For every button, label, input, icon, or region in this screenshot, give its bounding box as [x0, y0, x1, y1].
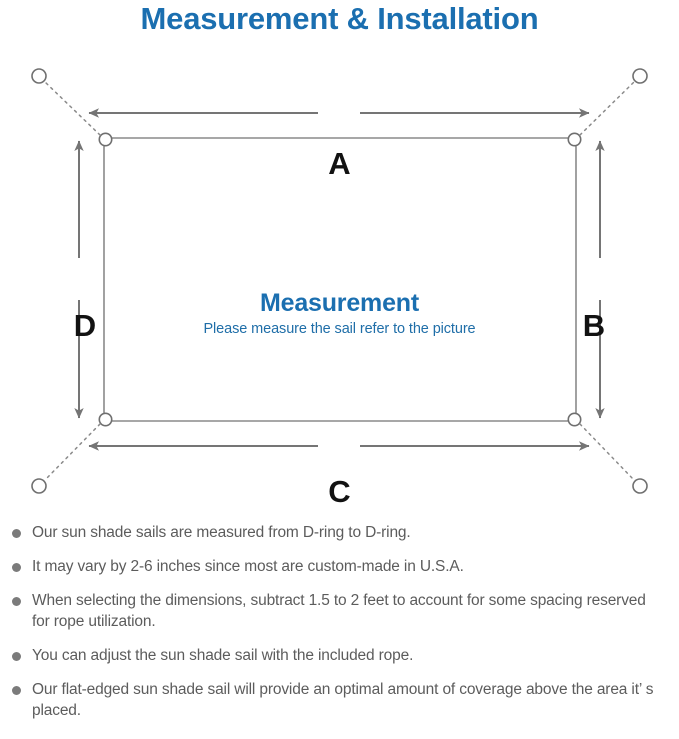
anchor-point-top-right	[632, 68, 648, 84]
note-item: You can adjust the sun shade sail with t…	[0, 645, 679, 666]
note-text: Our flat-edged sun shade sail will provi…	[32, 681, 654, 719]
notes-list: Our sun shade sails are measured from D-…	[0, 522, 679, 734]
note-item: Our flat-edged sun shade sail will provi…	[0, 679, 679, 721]
d-ring-bottom-right	[567, 412, 582, 427]
anchor-point-top-left	[31, 68, 47, 84]
rope-bottom-left	[44, 423, 101, 481]
bullet-icon	[12, 563, 21, 572]
bullet-icon	[12, 686, 21, 695]
bullet-icon	[12, 529, 21, 538]
dimension-label-a: A	[328, 146, 351, 181]
note-text: When selecting the dimensions, subtract …	[32, 592, 646, 630]
d-ring-top-left	[98, 132, 113, 147]
anchor-point-bottom-right	[632, 478, 648, 494]
note-text: You can adjust the sun shade sail with t…	[32, 647, 414, 664]
bullet-icon	[12, 652, 21, 661]
dimension-label-c: C	[328, 474, 351, 509]
measurement-diagram: Measurement Please measure the sail refe…	[0, 52, 679, 517]
note-item: Our sun shade sails are measured from D-…	[0, 522, 679, 543]
measurement-diagram-svg	[31, 68, 648, 494]
page-title: Measurement & Installation	[140, 1, 539, 36]
note-text: Our sun shade sails are measured from D-…	[32, 524, 411, 541]
note-text: It may vary by 2-6 inches since most are…	[32, 558, 464, 575]
bullet-icon	[12, 597, 21, 606]
dimension-label-b: B	[582, 308, 606, 343]
d-ring-bottom-left	[98, 412, 113, 427]
sail-rectangle	[103, 137, 577, 422]
anchor-point-bottom-left	[31, 478, 47, 494]
rope-bottom-right	[579, 423, 635, 481]
note-item: When selecting the dimensions, subtract …	[0, 590, 679, 632]
dimension-label-d: D	[73, 308, 97, 343]
rope-top-left	[44, 81, 101, 136]
note-item: It may vary by 2-6 inches since most are…	[0, 556, 679, 577]
rope-top-right	[579, 81, 635, 136]
d-ring-top-right	[567, 132, 582, 147]
